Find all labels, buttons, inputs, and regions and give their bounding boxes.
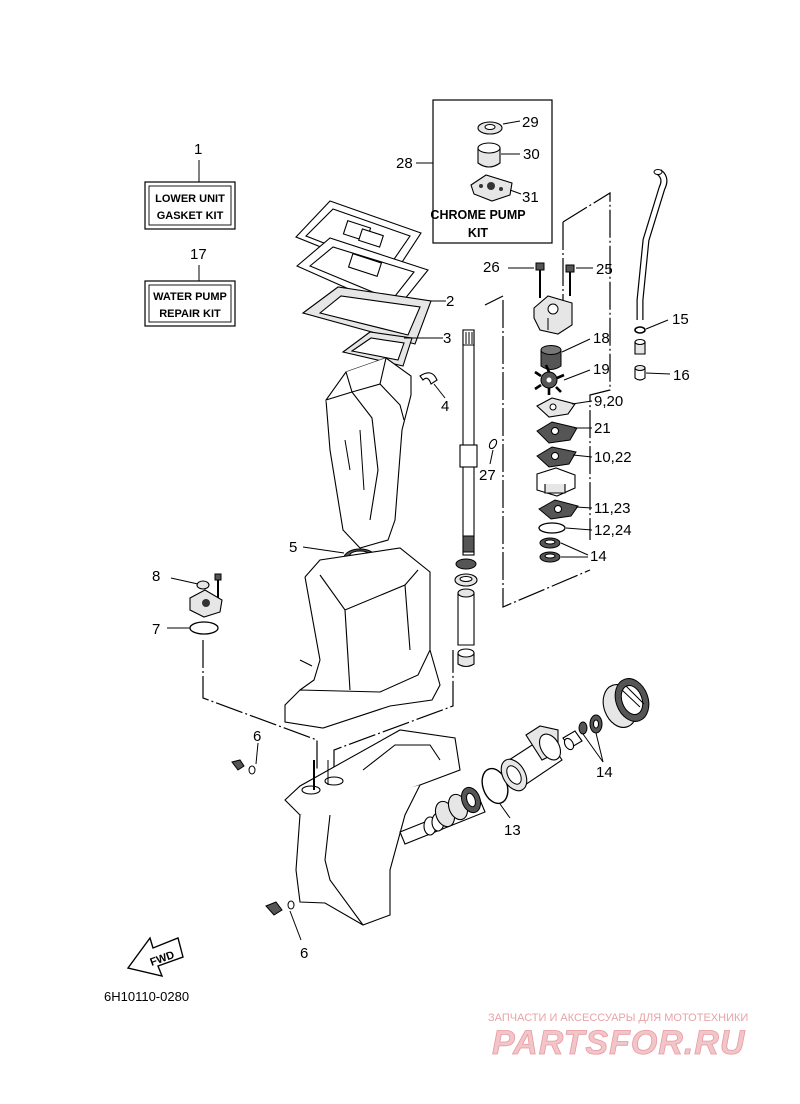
callout-28: 28 (396, 155, 413, 172)
part-21-plate[interactable] (536, 421, 592, 444)
part-2-gasket[interactable] (301, 286, 446, 345)
callout-9-20: 9,20 (594, 393, 623, 410)
gasket-kit-line1: LOWER UNIT (155, 193, 225, 205)
callout-18: 18 (593, 330, 610, 347)
callout-31: 31 (522, 189, 539, 206)
callout-21: 21 (594, 420, 611, 437)
forward-arrow-icon: FWD (126, 936, 184, 977)
callout-8: 8 (152, 568, 160, 585)
part-15-grommet[interactable] (634, 319, 669, 355)
watermark-tagline: ЗАПЧАСТИ И АКСЕССУАРЫ ДЛЯ МОТОТЕХНИКИ (488, 1012, 748, 1024)
part-upper-casing[interactable] (284, 547, 441, 729)
water-pump-kit-label[interactable]: 17 WATER PUMP REPAIR KIT (144, 246, 236, 327)
part-18-insert[interactable] (540, 338, 591, 370)
callout-3: 3 (443, 330, 451, 347)
part-drive-shaft[interactable] (459, 329, 478, 556)
callout-2: 2 (446, 293, 454, 310)
part-25-bolt[interactable] (565, 264, 593, 296)
part-lower-casing[interactable] (284, 729, 461, 926)
part-8-bolt-washer[interactable] (170, 573, 223, 618)
callout-16: 16 (673, 367, 690, 384)
callout-19: 19 (593, 361, 610, 378)
callout-30: 30 (523, 146, 540, 163)
part-gasket-second-plate[interactable] (295, 237, 429, 311)
gasket-kit-label[interactable]: 1 LOWER UNIT GASKET KIT (144, 141, 236, 230)
callout-11-23: 11,23 (594, 500, 630, 517)
part-7-o-ring[interactable] (167, 621, 219, 635)
callout-15: 15 (672, 311, 689, 328)
part-9-20-gasket[interactable] (536, 397, 593, 418)
part-12-24-o-ring[interactable] (538, 522, 593, 534)
callout-6-lower: 6 (300, 945, 308, 962)
callout-29: 29 (522, 114, 539, 131)
callout-4: 4 (441, 398, 449, 415)
part-3-gasket[interactable] (341, 331, 443, 367)
callout-26: 26 (483, 259, 500, 276)
diagram-code: 6H10110-0280 (104, 989, 189, 1004)
part-6-plug-upper[interactable] (231, 742, 259, 775)
callout-1: 1 (194, 141, 202, 158)
part-14-oil-seals-lower[interactable] (562, 714, 604, 763)
callout-13: 13 (504, 822, 521, 839)
callout-10-22: 10,22 (594, 449, 632, 466)
part-16-seal[interactable] (634, 364, 671, 381)
part-reverse-gear-bearings[interactable] (432, 785, 484, 830)
part-water-tube[interactable] (636, 169, 668, 321)
part-31-housing[interactable] (470, 174, 522, 202)
part-drive-shaft-bearing[interactable] (454, 558, 478, 668)
part-19-impeller[interactable] (534, 364, 591, 395)
callout-14-upper: 14 (590, 548, 607, 565)
callout-25: 25 (596, 261, 613, 278)
callout-17: 17 (190, 246, 207, 263)
callout-5: 5 (289, 539, 297, 556)
part-29-washer[interactable] (477, 120, 521, 135)
part-26-bolt[interactable] (508, 262, 545, 298)
water-pump-kit-line1: WATER PUMP (153, 291, 227, 303)
part-pump-base[interactable] (536, 467, 576, 497)
callout-7: 7 (152, 621, 160, 638)
part-exhaust-manifold[interactable] (325, 357, 412, 549)
callout-6-upper: 6 (253, 728, 261, 745)
part-10-22-gasket[interactable] (536, 446, 593, 468)
gasket-kit-line2: GASKET KIT (157, 210, 224, 222)
chrome-pump-kit-line2: KIT (468, 226, 489, 240)
part-pump-housing[interactable] (533, 295, 573, 335)
part-6-plug-lower[interactable] (265, 900, 302, 941)
callout-27: 27 (479, 467, 496, 484)
chrome-pump-kit-group[interactable]: 28 29 30 31 CHROME PUMP KIT (396, 99, 553, 244)
part-11-23-gasket[interactable] (538, 499, 593, 520)
callout-14-lower: 14 (596, 764, 613, 781)
water-pump-kit-line2: REPAIR KIT (159, 308, 221, 320)
watermark-brand: PARTSFOR.RU (492, 1024, 746, 1062)
callout-12-24: 12,24 (594, 522, 632, 539)
part-14-oil-seals-upper[interactable] (539, 537, 589, 563)
chrome-pump-kit-line1: CHROME PUMP (430, 208, 525, 222)
part-4-clip[interactable] (419, 372, 446, 399)
part-30-insert[interactable] (477, 142, 520, 168)
part-propeller-bearing[interactable] (597, 674, 654, 732)
part-bearing-housing[interactable] (496, 725, 565, 795)
part-27-pin[interactable] (488, 438, 498, 465)
